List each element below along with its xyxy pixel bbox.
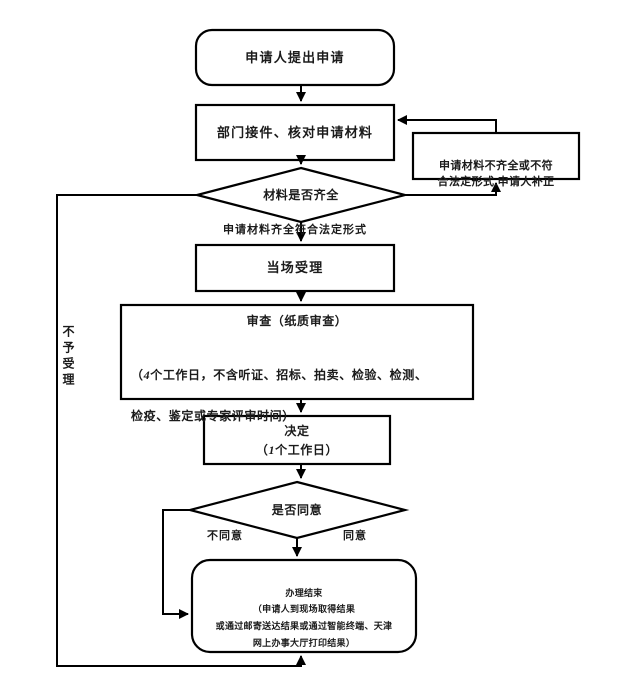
edge-label-not-accepted: 不予受理 xyxy=(61,325,75,389)
edge-disagree-to-result xyxy=(162,509,190,619)
edge-not-accepted-to-result xyxy=(56,194,306,667)
node-result-shape[interactable] xyxy=(190,558,418,654)
node-accept-shape[interactable] xyxy=(194,243,396,293)
node-supplement-shape[interactable] xyxy=(411,131,581,181)
node-receive-shape[interactable] xyxy=(194,103,396,162)
edge-supplement-to-receive xyxy=(397,115,497,133)
node-check-materials-shape[interactable] xyxy=(192,166,410,224)
node-review-shape[interactable] xyxy=(119,303,475,401)
edge-check-to-supplement xyxy=(405,182,501,196)
node-decision-shape[interactable] xyxy=(202,414,392,466)
node-start-shape[interactable] xyxy=(194,28,396,87)
node-agree-check-shape[interactable] xyxy=(185,480,410,540)
